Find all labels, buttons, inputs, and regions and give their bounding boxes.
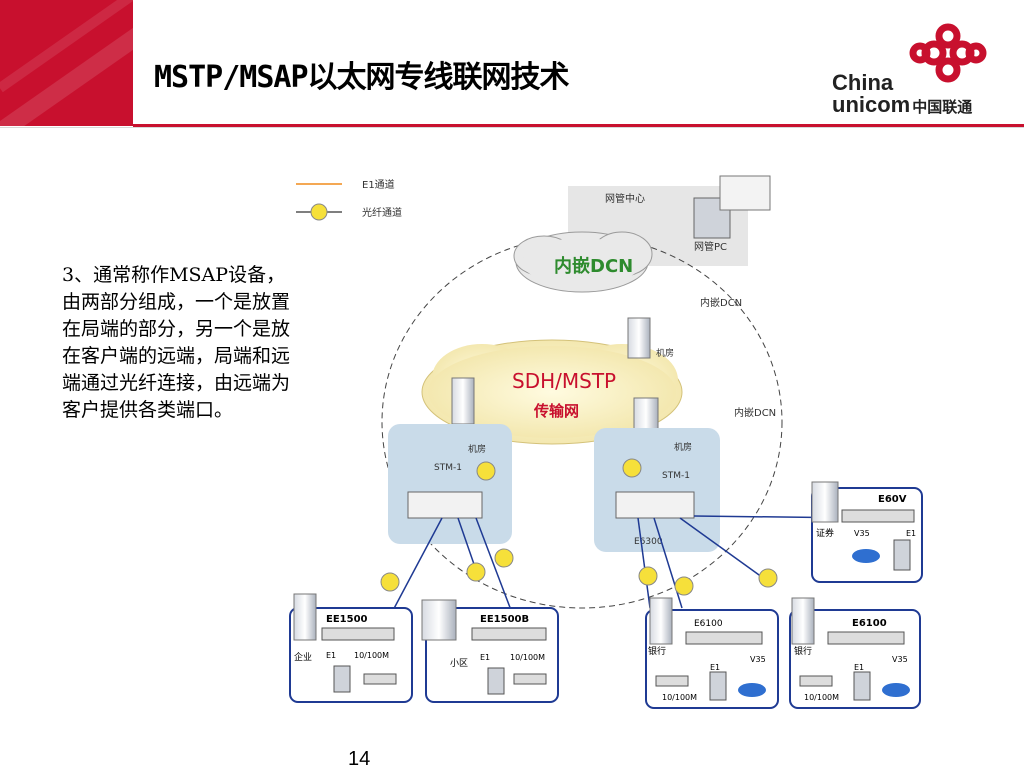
- header-red-block: [0, 0, 133, 126]
- e60v-port1: V35: [854, 529, 870, 538]
- fiber-links: [389, 515, 863, 619]
- site-ee1500: EE1500 企业 E1 10/100M: [289, 593, 413, 703]
- central-office-left: [388, 424, 512, 544]
- fiber-icon: [476, 461, 496, 481]
- ee1500b-customer: 小区: [450, 658, 468, 669]
- fiber-icon: [380, 572, 400, 592]
- dcn-label-2: 内嵌DCN: [734, 406, 776, 419]
- e6100a-port3: 10/100M: [662, 693, 697, 702]
- fiber-icon: [622, 458, 642, 478]
- ee1500b-port2: 10/100M: [510, 653, 545, 662]
- fiber-icon: [466, 562, 486, 582]
- header-rule-shadow: [0, 127, 1024, 128]
- unicom-knot-icon: [909, 23, 987, 83]
- fiber-icon: [494, 548, 514, 568]
- e6100b-port3: 10/100M: [804, 693, 839, 702]
- legend-fiber-label: 光纤通道: [362, 206, 402, 219]
- page-number: 14: [348, 748, 371, 770]
- msap-rack-right: [615, 491, 695, 519]
- e6100a-model: E6100: [694, 619, 723, 629]
- legend: E1通道 光纤通道: [296, 178, 402, 221]
- msap-rack-left: [407, 491, 483, 519]
- nms-center-label: 网管中心: [605, 192, 645, 205]
- ee1500b-port1: E1: [480, 653, 490, 662]
- sdh-cloud: SDH/MSTP 传输网: [421, 339, 683, 445]
- fiber-icon: [674, 576, 694, 596]
- ee1500-port2: 10/100M: [354, 651, 389, 660]
- machine-room-label-right: 机房: [674, 441, 692, 453]
- e6100b-customer: 银行: [794, 645, 812, 657]
- site-e6100-a: E6100 银行 E1 V35 10/100M: [645, 597, 779, 709]
- dcn-label-1: 内嵌DCN: [700, 296, 742, 309]
- msap-network-diagram: E1通道 光纤通道 网管中心 网管PC 内嵌DCN 内嵌DCN 内嵌DCN: [289, 175, 923, 709]
- ee1500-port1: E1: [326, 651, 336, 660]
- ee1500-model: EE1500: [326, 614, 368, 625]
- e6300-label: E6300: [634, 537, 663, 547]
- site-ee1500b: EE1500B 小区 E1 10/100M: [421, 599, 559, 703]
- sdh-cloud-title: SDH/MSTP: [512, 369, 616, 393]
- sdh-cloud-subtitle: 传输网: [533, 402, 579, 420]
- logo-word-china: China: [832, 70, 894, 95]
- e6100b-model: E6100: [852, 618, 887, 629]
- machine-room-label-left: 机房: [468, 443, 486, 455]
- machine-room-building-top: [627, 317, 651, 359]
- body-paragraph: 3、通常称作MSAP设备，由两部分组成，一个是放置在局端的部分，另一个是放在客户…: [62, 264, 291, 421]
- machine-room-label-top: 机房: [656, 347, 674, 359]
- site-e60v: E60V 证券 V35 E1: [811, 481, 923, 583]
- fiber-icon: [310, 203, 328, 221]
- e6100a-port1: E1: [710, 663, 720, 672]
- e6100b-port2: V35: [892, 655, 908, 664]
- nms-screen-icon: [719, 175, 771, 211]
- dcn-cloud: 内嵌DCN: [513, 231, 653, 293]
- site-e6100-b: E6100 银行 E1 V35 10/100M: [789, 597, 921, 709]
- ee1500-customer: 企业: [294, 651, 312, 663]
- stm1-label-right: STM-1: [662, 471, 690, 481]
- e60v-customer: 证券: [816, 527, 834, 539]
- stm1-label-left: STM-1: [434, 463, 462, 473]
- e6100b-port1: E1: [854, 663, 864, 672]
- header-band: [0, 0, 1024, 128]
- nms-pc-label: 网管PC: [694, 240, 727, 253]
- e60v-port2: E1: [906, 529, 916, 538]
- header-rule: [133, 124, 1024, 127]
- fiber-icon: [638, 566, 658, 586]
- ee1500b-model: EE1500B: [480, 614, 529, 625]
- slide-title: MSTP/MSAP以太网专线联网技术: [154, 60, 570, 95]
- e6100a-port2: V35: [750, 655, 766, 664]
- e6100a-customer: 银行: [648, 645, 666, 657]
- central-office-right: [594, 428, 720, 552]
- machine-room-building-left: [451, 377, 475, 425]
- e60v-model: E60V: [878, 494, 907, 505]
- legend-e1-label: E1通道: [362, 178, 395, 191]
- dcn-cloud-label: 内嵌DCN: [554, 255, 633, 277]
- fiber-icon: [758, 568, 778, 588]
- dcn-ring: [381, 235, 783, 609]
